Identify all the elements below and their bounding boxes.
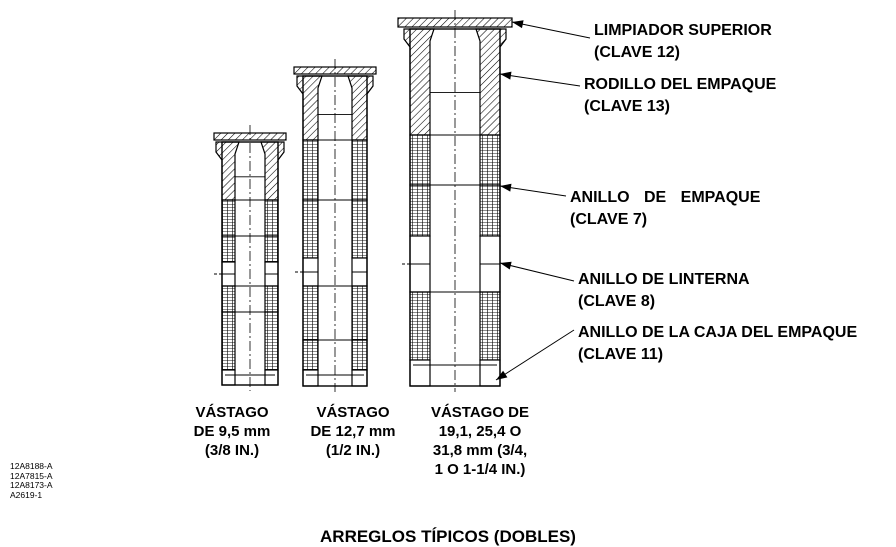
stem-label-line: (3/8 IN.): [204, 442, 260, 459]
document-codes: 12A8188-A 12A7815-A 12A8173-A A2619-1: [10, 461, 53, 500]
packing-ring: [264, 285, 279, 313]
stem-label-medium: VÁSTAGO DE 12,7 mm (1/2 IN.): [298, 403, 408, 460]
callout-name: RODILLO DEL EMPAQUE: [584, 76, 777, 93]
callout-lantern-ring: ANILLO DE LINTERNA (CLAVE 8): [578, 269, 750, 313]
upper-wiper-cap: [213, 132, 287, 141]
stem-label-line: VÁSTAGO: [316, 404, 390, 421]
arrowhead: [496, 370, 508, 380]
arrowhead: [500, 71, 512, 80]
callout-key: (CLAVE 12): [594, 44, 680, 61]
stem-label-line: 19,1, 25,4 O: [438, 423, 522, 440]
packing-ring: [264, 311, 279, 371]
callout-name: ANILLO DE EMPAQUE: [570, 189, 761, 206]
leader-line: [511, 21, 591, 39]
figure-title: ARREGLOS TÍPICOS (DOBLES): [320, 527, 576, 546]
packing-box-ring: [351, 369, 368, 387]
packing-ring: [221, 199, 236, 237]
callout-packing-ring: ANILLO DE EMPAQUE (CLAVE 7): [570, 187, 760, 231]
packing-ring: [302, 285, 319, 341]
callout-key: (CLAVE 13): [584, 98, 670, 115]
packing-ring: [479, 291, 501, 361]
callout-key: (CLAVE 11): [578, 346, 664, 363]
stem-label-line: DE 12,7 mm: [310, 423, 396, 440]
callout-key: (CLAVE 7): [570, 211, 648, 228]
leader-line: [495, 329, 575, 381]
packing-ring: [264, 235, 279, 263]
packing-ring: [479, 134, 501, 186]
arrowhead: [500, 183, 512, 192]
stem-label-line: (1/2 IN.): [325, 442, 381, 459]
packing-assemblies: [213, 10, 513, 392]
packing-ring: [409, 134, 431, 186]
packing-box-ring: [221, 369, 236, 386]
stem-label-small: VÁSTAGO DE 9,5 mm (3/8 IN.): [182, 403, 282, 460]
arrowhead: [500, 261, 512, 270]
leader-line: [499, 262, 575, 282]
callout-name: ANILLO DE LINTERNA: [578, 271, 750, 288]
assembly-outline: [302, 75, 368, 387]
leader-lines: [495, 20, 591, 381]
packing-ring: [302, 139, 319, 201]
callout-name: LIMPIADOR SUPERIOR: [594, 22, 772, 39]
packing-ring: [221, 311, 236, 371]
document-code: 12A8173-A: [10, 480, 53, 490]
upper-wiper-cap: [293, 66, 377, 75]
packing-ring: [351, 339, 368, 371]
packing-follower-wall: [403, 28, 435, 136]
packing-ring: [351, 285, 368, 341]
packing-ring: [221, 235, 236, 263]
stem-label-line: VÁSTAGO: [195, 404, 269, 421]
assembly-medium: [293, 59, 377, 392]
packing-ring: [351, 139, 368, 201]
document-code: 12A7815-A: [10, 470, 53, 481]
packing-ring: [302, 199, 319, 259]
packing-follower-wall: [347, 75, 374, 141]
packing-ring: [351, 199, 368, 259]
packing-ring: [302, 339, 319, 371]
packing-follower-wall: [260, 141, 285, 201]
assembly-outline: [221, 141, 279, 386]
packing-follower-wall: [475, 28, 507, 136]
callout-key: (CLAVE 8): [578, 293, 656, 310]
packing-ring: [409, 291, 431, 361]
document-code: A2619-1: [10, 489, 43, 500]
stem-label-line: 1 O 1-1/4 IN.): [434, 461, 526, 478]
packing-ring: [409, 184, 431, 237]
callout-packing-follower: RODILLO DEL EMPAQUE (CLAVE 13): [584, 74, 776, 118]
packing-box-ring: [409, 359, 431, 387]
packing-ring: [479, 184, 501, 237]
assembly-large: [397, 10, 513, 392]
packing-follower-wall: [296, 75, 323, 141]
stem-label-line: 31,8 mm (3/4,: [432, 442, 528, 459]
packing-follower-wall: [215, 141, 240, 201]
packing-box-ring: [302, 369, 319, 387]
packing-box-ring: [479, 359, 501, 387]
leader-line: [499, 73, 581, 87]
callout-upper-wiper: LIMPIADOR SUPERIOR (CLAVE 12): [594, 20, 772, 64]
document-code: 12A8188-A: [10, 461, 53, 471]
callout-name: ANILLO DE LA CAJA DEL EMPAQUE: [578, 324, 858, 341]
upper-wiper-cap: [397, 17, 513, 28]
stem-label-line: DE 9,5 mm: [193, 423, 271, 440]
callout-packing-box-ring: ANILLO DE LA CAJA DEL EMPAQUE (CLAVE 11): [578, 322, 857, 366]
stem-label-large: VÁSTAGO DE 19,1, 25,4 O 31,8 mm (3/4, 1 …: [418, 403, 542, 479]
stem-label-line: VÁSTAGO DE: [430, 404, 530, 421]
assembly-outline: [409, 28, 501, 387]
packing-box-ring: [264, 369, 279, 386]
assembly-small: [213, 125, 287, 391]
packing-ring: [221, 285, 236, 313]
leader-line: [499, 185, 567, 197]
arrowhead: [512, 20, 524, 29]
packing-ring: [264, 199, 279, 237]
